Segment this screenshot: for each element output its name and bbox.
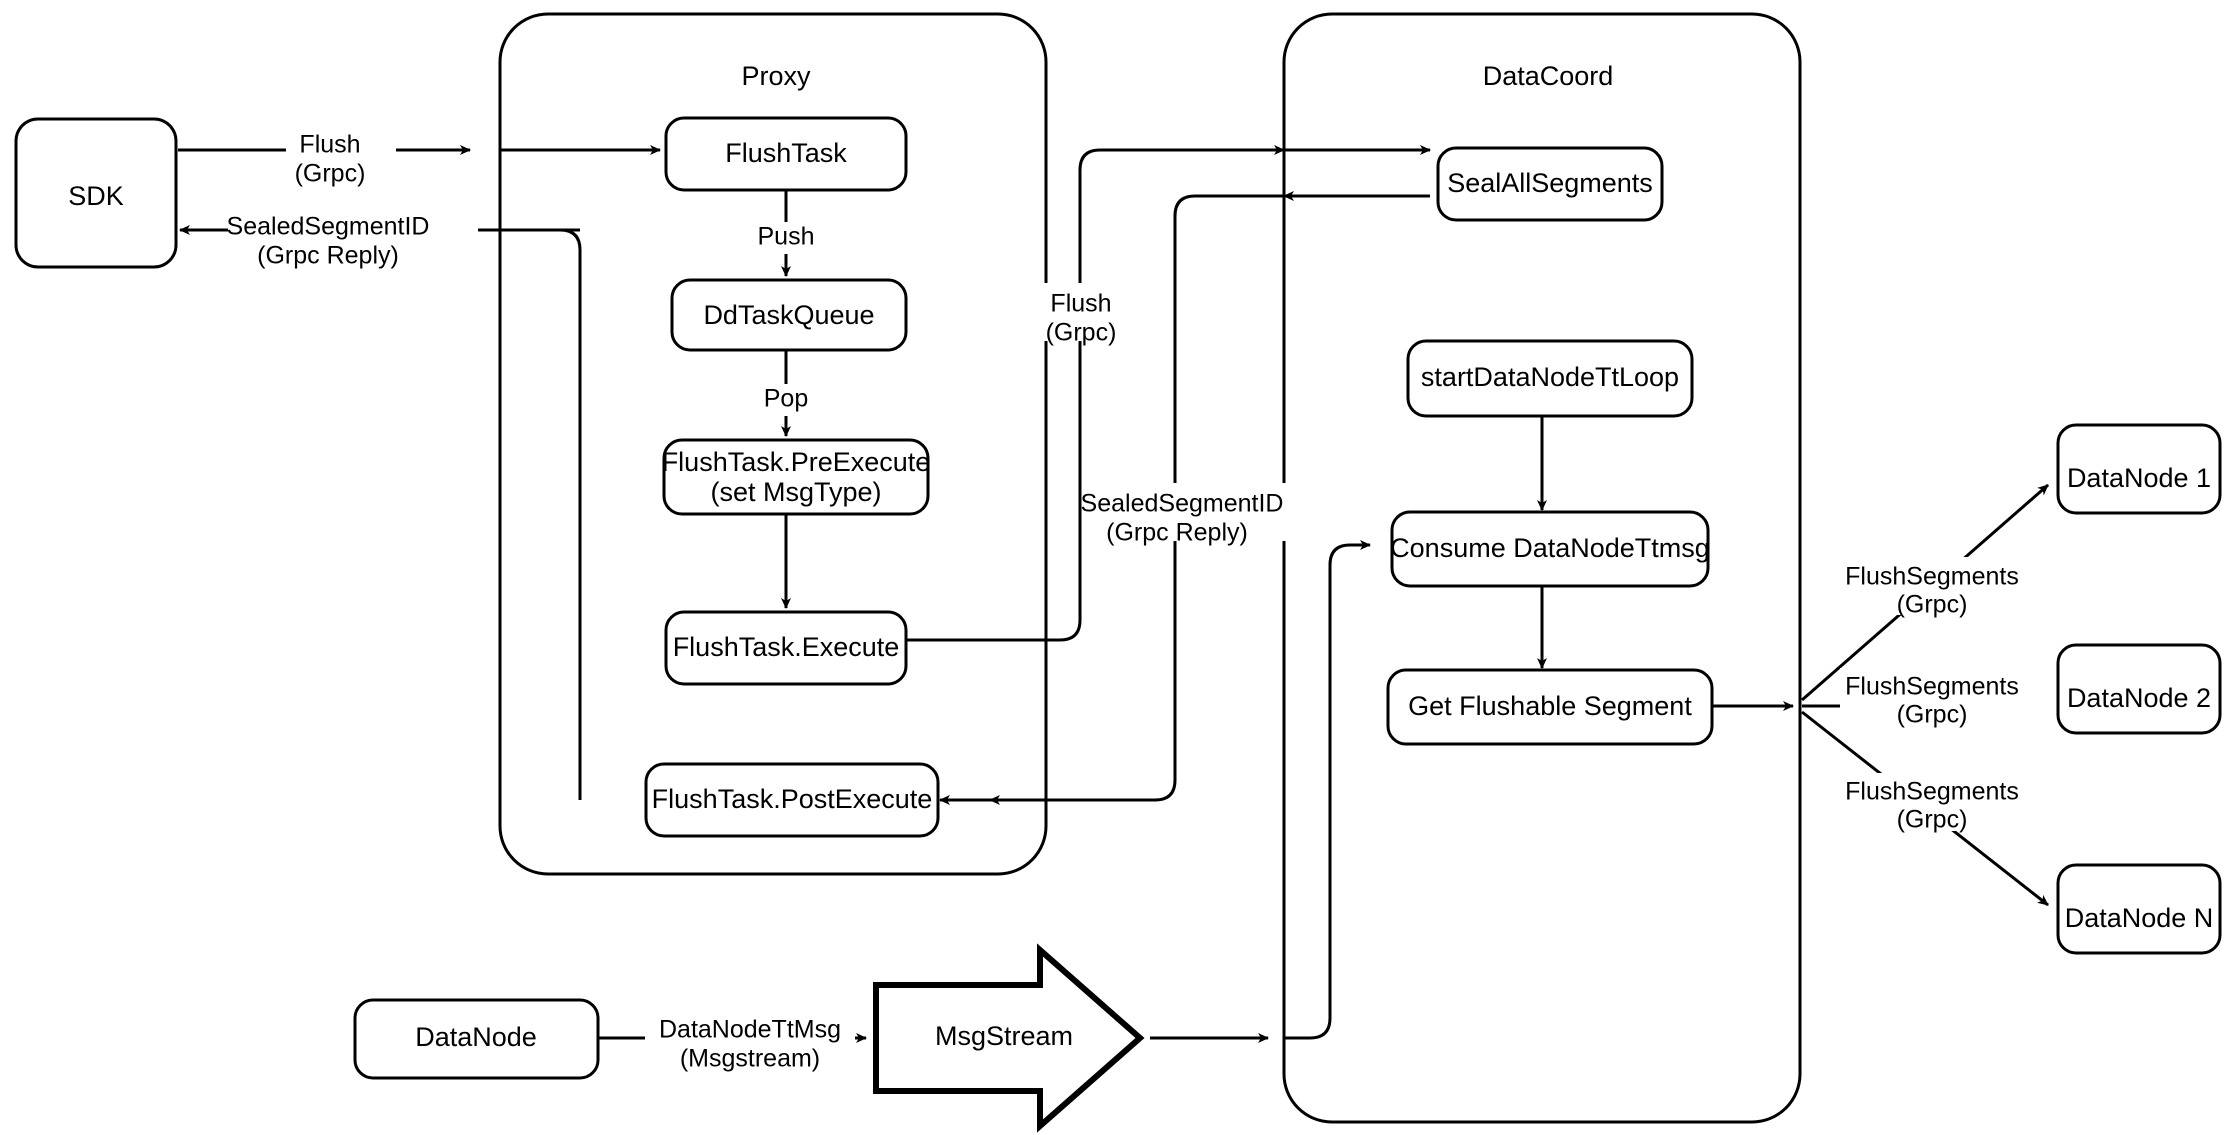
datacoord-title: DataCoord xyxy=(1483,61,1614,91)
node-msgstream-label: MsgStream xyxy=(935,1021,1073,1051)
edge-label-sealed-segment-id-2: (Grpc Reply) xyxy=(257,242,399,270)
node-consume-datanode-ttmsg-label: Consume DataNodeTtmsg xyxy=(1390,533,1710,563)
node-flush-task-label: FlushTask xyxy=(725,138,847,168)
node-flush-task-preexecute-label-2: (set MsgType) xyxy=(710,477,881,507)
edge-label-proxy-flush-1: Flush xyxy=(1050,290,1111,318)
node-consume-datanode-ttmsg[interactable] xyxy=(1390,510,1710,588)
edge-label-datanode-tt-msg-2: (Msgstream) xyxy=(680,1045,820,1073)
edge-label-proxy-flush-2: (Grpc) xyxy=(1046,319,1117,347)
edge-label-sealed-segment-id-1: SealedSegmentID xyxy=(227,213,430,241)
node-get-flushable-segment[interactable] xyxy=(1386,668,1714,746)
node-flush-task-execute[interactable] xyxy=(664,610,908,686)
node-flush-task[interactable] xyxy=(664,116,908,192)
proxy-container xyxy=(498,12,1048,876)
node-sdk-label: SDK xyxy=(68,181,124,211)
node-start-datanode-tt-loop-label: startDataNodeTtLoop xyxy=(1421,362,1679,392)
edge-label-proxy-sealed-1: SealedSegmentID xyxy=(1081,490,1284,518)
edge-postexecute-return-riser xyxy=(520,228,582,800)
node-msgstream[interactable] xyxy=(873,943,1145,1133)
edge-label-datanode-tt-msg-1: DataNodeTtMsg xyxy=(659,1016,841,1044)
edge-label-flush-grpc-2: (Grpc) xyxy=(295,160,366,188)
node-datanode-n[interactable] xyxy=(2056,863,2222,955)
node-flush-task-postexecute-label: FlushTask.PostExecute xyxy=(652,784,933,814)
edge-label-flush-segments-2-line2: (Grpc) xyxy=(1897,701,1968,729)
edge-label-pop: Pop xyxy=(764,385,808,413)
node-flush-task-preexecute[interactable] xyxy=(662,438,930,516)
node-datanode-n-label: DataNode N xyxy=(2065,903,2214,933)
edge-label-flush-grpc-1: Flush xyxy=(299,131,360,159)
node-dd-task-queue-label: DdTaskQueue xyxy=(703,300,874,330)
edge-label-flush-segments-1-line2: (Grpc) xyxy=(1897,591,1968,619)
edge-label-flush-segments-1-line1: FlushSegments xyxy=(1845,563,2019,591)
node-datanode-2-label: DataNode 2 xyxy=(2067,683,2211,713)
node-get-flushable-segment-label: Get Flushable Segment xyxy=(1408,691,1692,721)
edge-label-push: Push xyxy=(758,223,815,251)
datacoord-container xyxy=(1282,12,1802,1124)
node-dd-task-queue[interactable] xyxy=(670,278,908,352)
edge-label-flush-segments-n-line2: (Grpc) xyxy=(1897,806,1968,834)
node-datanode-1-label: DataNode 1 xyxy=(2067,463,2211,493)
edge-label-proxy-sealed-2: (Grpc Reply) xyxy=(1106,519,1248,547)
node-start-datanode-tt-loop[interactable] xyxy=(1406,339,1694,418)
node-datanode-bottom-label: DataNode xyxy=(415,1022,537,1052)
edge-execute-to-sealallsegments xyxy=(906,145,1431,642)
proxy-title: Proxy xyxy=(741,61,811,91)
node-sdk[interactable] xyxy=(14,117,178,269)
node-flush-task-preexecute-label-1: FlushTask.PreExecute xyxy=(662,447,931,477)
node-flush-task-execute-label: FlushTask.Execute xyxy=(673,632,900,662)
node-seal-all-segments-label: SealAllSegments xyxy=(1447,168,1653,198)
node-seal-all-segments[interactable] xyxy=(1436,146,1664,222)
edge-label-flush-segments-2-line1: FlushSegments xyxy=(1845,673,2019,701)
edge-label-flush-segments-n-line1: FlushSegments xyxy=(1845,778,2019,806)
node-datanode-bottom[interactable] xyxy=(353,998,600,1080)
node-datanode-2[interactable] xyxy=(2056,643,2222,735)
edge-datacoord-to-consume xyxy=(1284,540,1371,1040)
node-flush-task-postexecute[interactable] xyxy=(644,762,940,838)
node-datanode-1[interactable] xyxy=(2056,423,2222,515)
